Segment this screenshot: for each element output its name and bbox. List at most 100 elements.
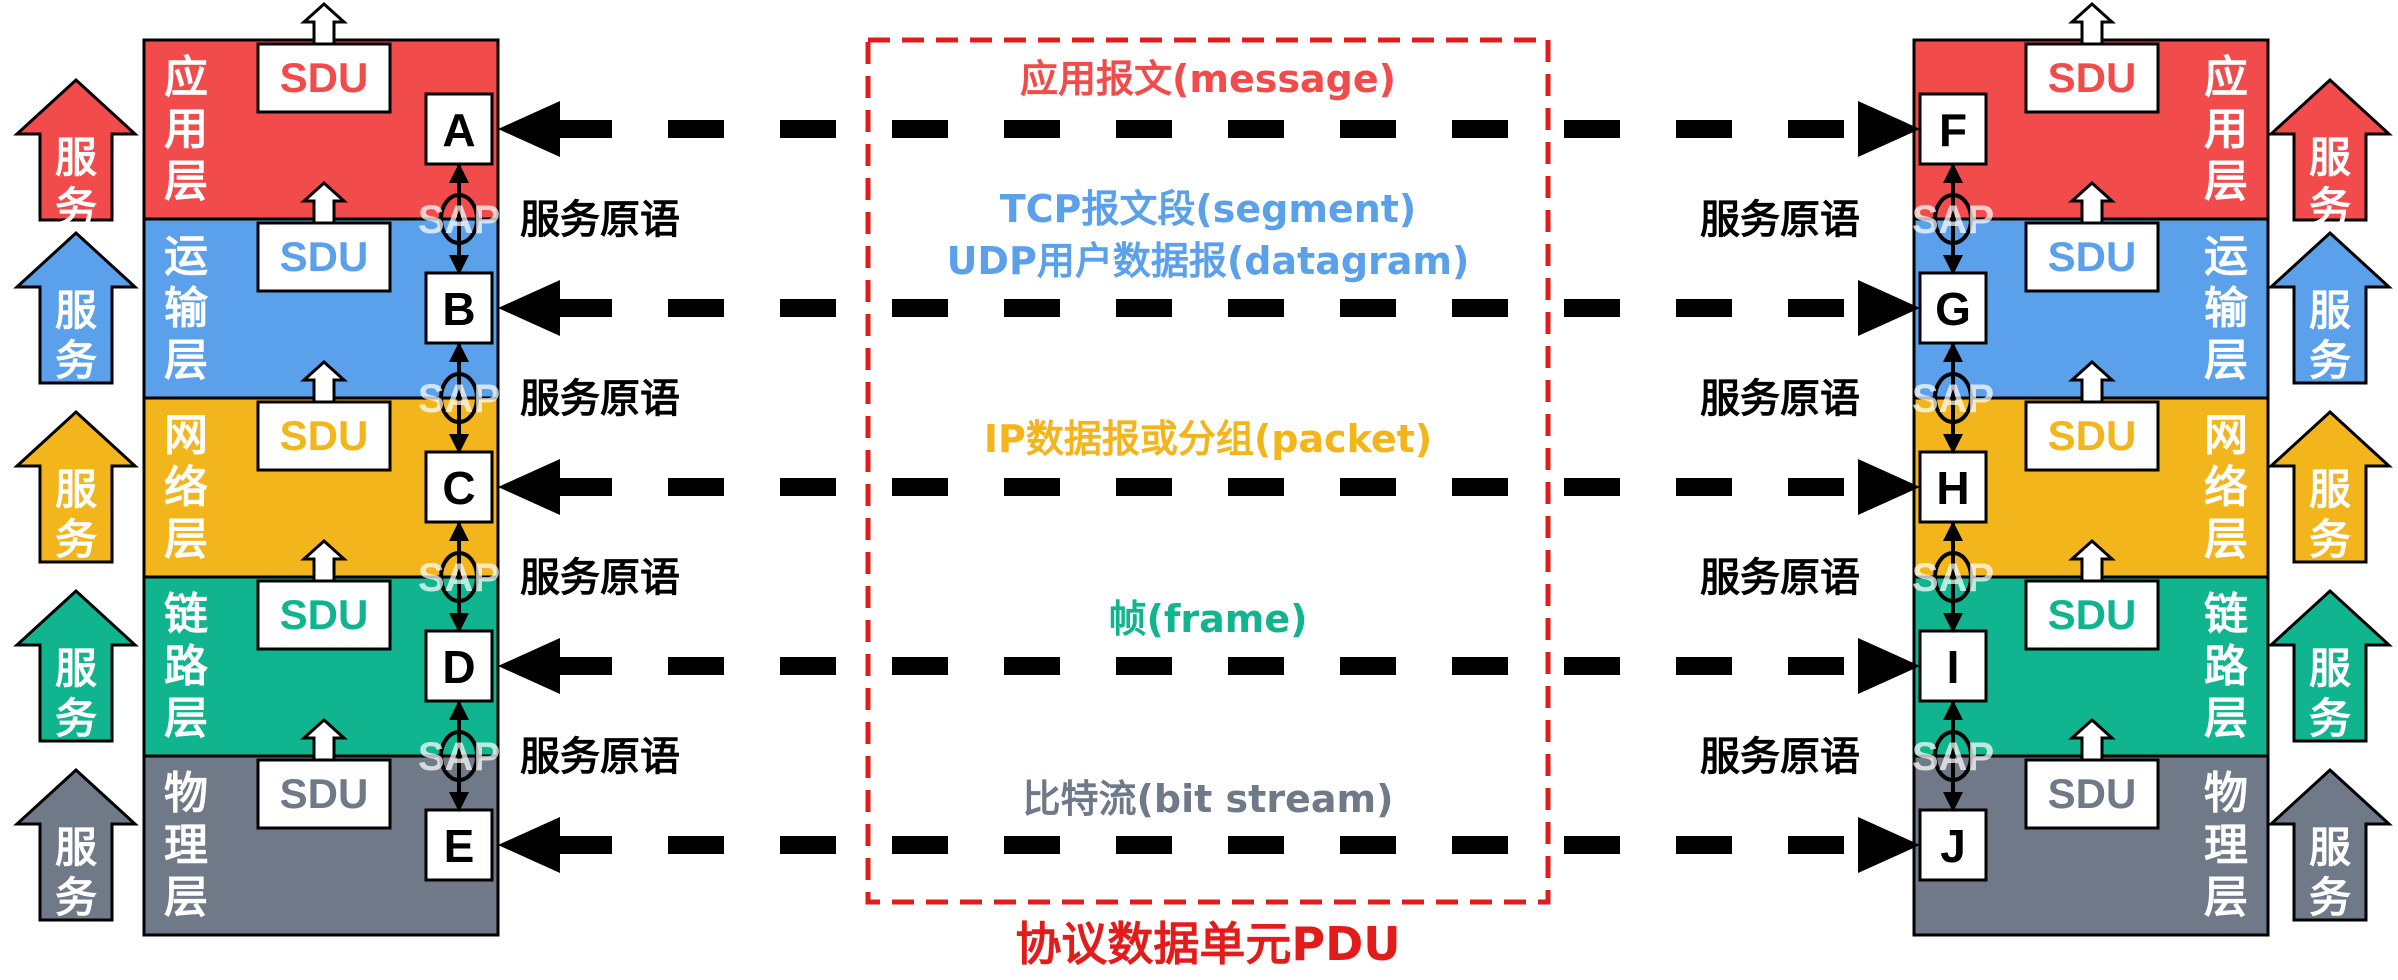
peer-arrow-2 (498, 280, 1920, 336)
right-sdu-box (2024, 221, 2160, 293)
right-layer-label-char: 理 (2204, 821, 2248, 870)
arrowhead-left-icon (498, 459, 560, 515)
left-service-arrow-label: 服 (55, 823, 97, 872)
left-service-primitive-label: 服务原语 (520, 734, 680, 780)
left-layer-label-char: 层 (164, 336, 208, 385)
left-service-arrow-label: 服 (55, 465, 97, 514)
left-sdu-label: SDU (280, 770, 369, 817)
left-layer-label-char: 络 (164, 462, 208, 512)
right-service-arrow-label: 服 (2309, 286, 2351, 335)
right-entity-label: F (1939, 104, 1967, 156)
left-service-arrow-label: 服 (55, 286, 97, 335)
right-service-arrow-label: 务 (2309, 873, 2351, 922)
pdu-box: 应用报文(message)TCP报文段(segment)UDP用户数据报(dat… (865, 37, 1551, 971)
arrowhead-right-icon (1858, 459, 1920, 515)
left-layer-label-char: 应 (164, 53, 208, 102)
arrowhead-left-icon (498, 817, 560, 873)
right-sdu-box (2024, 758, 2160, 830)
left-sap-3: SAP 服务原语 (418, 521, 680, 633)
right-layer-label-char: 层 (2204, 873, 2248, 922)
right-layer-label-char: 网 (2204, 411, 2248, 460)
left-service-primitive-label: 服务原语 (520, 555, 680, 601)
left-service-arrow-icon (13, 230, 139, 385)
left-sap-label: SAP (418, 198, 500, 242)
right-service-arrow-label: 务 (2309, 183, 2351, 232)
arrowhead-left-icon (498, 280, 560, 336)
right-service-arrow-label: 服 (2309, 823, 2351, 872)
left-sdu-label: SDU (280, 591, 369, 638)
right-sdu-box (2024, 42, 2160, 114)
peer-arrow-4 (498, 638, 1920, 694)
peer-arrow-5 (498, 817, 1920, 873)
right-layer-label-char: 物 (2204, 769, 2248, 818)
left-entity-box (424, 271, 494, 345)
peer-arrow-1 (498, 101, 1920, 157)
right-service-arrow-icon (2267, 77, 2393, 222)
left-layer-label-char: 层 (164, 873, 208, 922)
pdu-label-group: TCP报文段(segment) (1000, 184, 1416, 234)
right-layer-label-char: 用 (2204, 105, 2248, 154)
left-layer-label-char: 层 (164, 515, 208, 564)
right-entity-label: G (1935, 283, 1971, 335)
right-entity-label: I (1947, 641, 1960, 693)
right-sap-label: SAP (1912, 377, 1994, 421)
left-layer-label-char: 物 (164, 769, 208, 818)
left-sdu-box (256, 42, 392, 114)
right-service-arrow-label: 服 (2309, 644, 2351, 693)
right-sdu-label: SDU (2048, 770, 2137, 817)
pdu-label-backdrop (1000, 236, 1416, 286)
left-sap-label: SAP (418, 735, 500, 779)
left-service-primitive-label: 服务原语 (520, 197, 680, 243)
pdu-box-title: 协议数据单元PDU (1015, 917, 1400, 971)
left-service-arrow-icon (13, 409, 139, 564)
pdu-label-group: 帧(frame) (1108, 594, 1308, 644)
arrowhead-right-icon (1858, 280, 1920, 336)
left-entity-label: D (442, 641, 475, 693)
right-service-arrow-icon (2267, 588, 2393, 743)
left-sap-label: SAP (418, 377, 500, 421)
left-sap-label: SAP (418, 556, 500, 600)
left-service-arrow-label: 务 (55, 873, 97, 922)
right-service-arrow-label: 务 (2309, 515, 2351, 564)
pdu-label-group: IP数据报或分组(packet) (984, 414, 1432, 464)
right-service-arrow-label: 服 (2309, 133, 2351, 182)
right-service-primitive-label: 服务原语 (1700, 555, 1860, 601)
right-service-primitive-label: 服务原语 (1700, 734, 1860, 780)
pdu-label-backdrop (1033, 184, 1383, 234)
left-layer-label-char: 层 (164, 694, 208, 743)
right-sdu-label: SDU (2048, 412, 2137, 459)
left-service-arrow-label: 服 (55, 133, 97, 182)
pdu-label-backdrop (1055, 54, 1361, 104)
pdu-label: 应用报文(message) (1020, 57, 1396, 101)
pdu-label-backdrop (1022, 414, 1394, 464)
right-entity-label: H (1936, 462, 1969, 514)
right-service-arrow-label: 务 (2309, 694, 2351, 743)
left-service-arrow-label: 服 (55, 644, 97, 693)
right-sdu-box (2024, 579, 2160, 651)
right-sdu-label: SDU (2048, 54, 2137, 101)
left-layer-label-char: 层 (164, 157, 208, 206)
left-layer-label-char: 链 (164, 590, 208, 639)
left-sap-4: SAP 服务原语 (418, 700, 680, 812)
left-service-arrow-label: 务 (55, 336, 97, 385)
arrowhead-right-icon (1858, 101, 1920, 157)
left-service-arrow-icon (13, 767, 139, 922)
left-entity-label: E (444, 820, 475, 872)
left-sdu-box (256, 221, 392, 293)
right-layer-label-char: 层 (2204, 694, 2248, 743)
left-layer-label-char: 运 (164, 232, 208, 281)
right-sdu-label: SDU (2048, 233, 2137, 280)
left-layer-label-char: 输 (164, 284, 209, 333)
left-service-arrow-label: 务 (55, 183, 97, 232)
right-layer-label-char: 链 (2204, 590, 2248, 639)
left-layer-label-char: 路 (164, 642, 209, 691)
